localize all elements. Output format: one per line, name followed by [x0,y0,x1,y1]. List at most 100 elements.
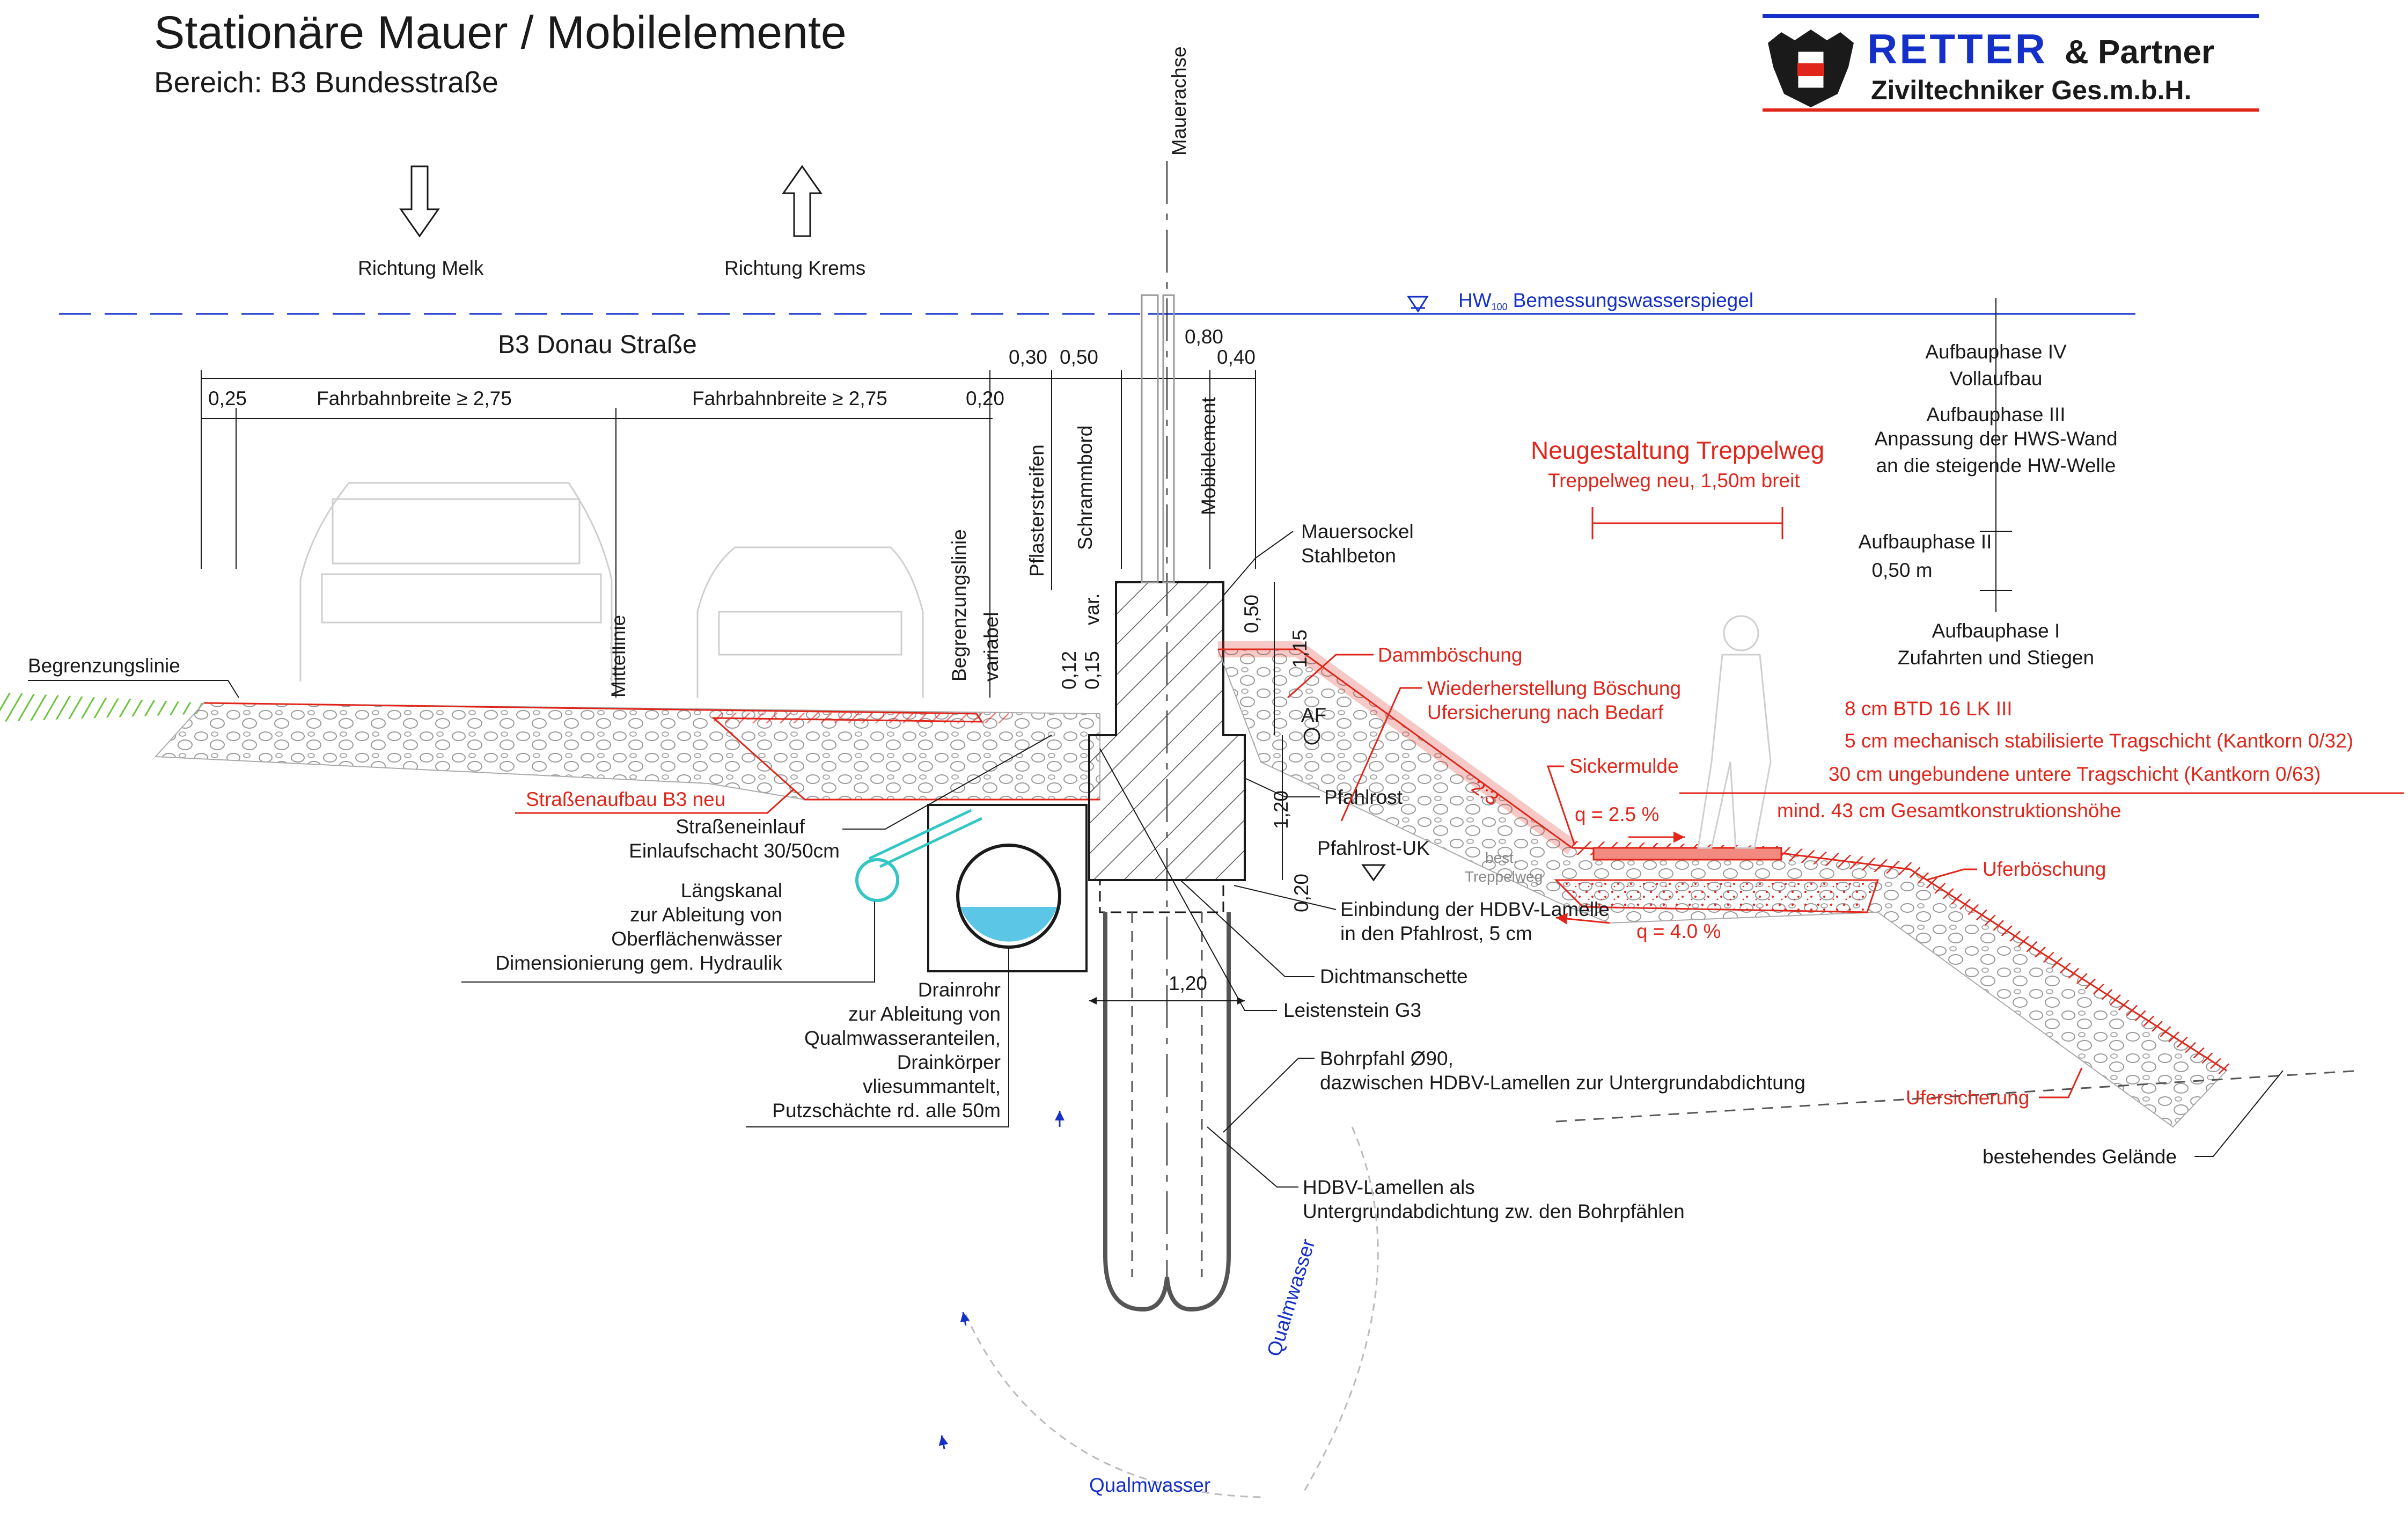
label-wiederherstellung-2: Ufersicherung nach Bedarf [1427,701,1664,723]
arrow-up-icon [782,165,823,237]
phase-iii-3: an die steigende HW-Welle [1876,455,2116,477]
label-mauersockel-2: Stahlbeton [1301,545,1396,567]
label-bestehendes-gelaende: bestehendes Gelände [1983,1146,2177,1168]
label-mittellinie: Mittellinie [607,615,629,698]
dim-120-h: 1,20 [1169,972,1207,994]
treppelweg-structure [1554,879,1880,913]
label-begrenzungslinie: Begrenzungslinie [28,655,180,677]
label-drain-2: zur Ableitung von [848,1003,1001,1025]
dim-115: 1,15 [1289,629,1311,668]
phase-ii-2: 0,50 m [1871,559,1932,581]
laengskanal-pipe [855,858,899,902]
logo-partner: & Partner [2065,34,2214,71]
drawing-subtitle: Bereich: B3 Bundesstraße [154,65,498,99]
car-ghost-2 [696,546,924,698]
logo-ziviltechniker: Ziviltechniker Ges.m.b.H. [1871,75,2191,105]
label-drain-3: Qualmwasseranteilen, [804,1027,1001,1049]
phase-ladder: Aufbauphase IV Vollaufbau Aufbauphase II… [1859,298,2118,669]
pedestrian-ghost [1697,615,1772,849]
label-drain-1: Drainrohr [918,979,1001,1001]
dim-var: var. [1081,593,1103,625]
label-mobilelement: Mobilelement [1198,397,1220,515]
dim-lane-1: Fahrbahnbreite ≥ 2,75 [317,387,512,409]
phase-i-2: Zufahrten und Stiegen [1898,647,2094,669]
label-laengs-3: Oberflächenwässer [611,928,782,950]
dim-030: 0,30 [1009,346,1047,368]
label-drain-5: vliesummantelt, [863,1075,1001,1097]
label-ufer: Uferböschung [1983,858,2106,880]
dim-080: 0,80 [1185,326,1223,348]
dim-025: 0,25 [208,387,247,409]
water-level-icon [1407,296,1429,313]
label-bohrpfahl-1: Bohrpfahl Ø90, [1320,1047,1453,1069]
phase-iv-2: Vollaufbau [1950,368,2043,390]
phase-i-1: Aufbauphase I [1932,620,2060,642]
label-laengs-2: zur Ableitung von [630,904,782,926]
label-hdbv-2: Untergrundabdichtung zw. den Bohrpfählen [1303,1200,1685,1222]
label-treppel-1: Neugestaltung Treppelweg [1531,436,1824,464]
label-ufersicherung: Ufersicherung [1906,1087,2029,1109]
label-sickermulde: Sickermulde [1569,755,1679,777]
label-treppel-2: Treppelweg neu, 1,50m breit [1548,470,1800,492]
label-layer-1: 8 cm BTD 16 LK III [1845,698,2013,720]
label-leistenstein: Leistenstein G3 [1283,999,1421,1021]
arrow-down-icon [399,165,440,238]
dim-015: 0,15 [1081,651,1103,690]
label-q1: q = 2.5 % [1575,803,1659,825]
phase-iv-1: Aufbauphase IV [1925,341,2067,363]
drain-body [927,804,1088,972]
label-laengs-4: Dimensionierung gem. Hydraulik [495,952,782,974]
label-schrammbord: Schrammbord [1074,426,1096,550]
mobile-element [1141,294,1159,583]
bored-pile [1099,879,1231,1312]
label-mauersockel-1: Mauersockel [1301,521,1414,543]
label-qualmwasser-2: Qualmwasser [1089,1474,1210,1496]
label-einlauf-1: Straßeneinlauf [676,816,805,838]
dim-120-v: 1,20 [1270,790,1292,829]
label-qualmwasser-1: Qualmwasser [1262,1236,1319,1359]
label-begrenzungslinie-v: Begrenzungslinie [948,529,970,682]
label-einbindung-1: Einbindung der HDBV-Lamelle [1340,898,1610,920]
label-q2: q = 4.0 % [1636,920,1721,942]
label-best-2: Treppelweg [1465,868,1543,885]
direction-melk: Richtung Melk [358,165,484,279]
label-pflasterstreifen: Pflasterstreifen [1026,444,1048,577]
dim-050-v: 0,50 [1240,595,1262,633]
label-af: AF [1301,704,1326,726]
af-marker-icon [1303,728,1320,745]
label-dichtmanschette: Dichtmanschette [1320,965,1468,987]
label-layer-3: 30 cm ungebundene untere Tragschicht (Ka… [1829,763,2321,785]
label-hdbv-1: HDBV-Lamellen als [1303,1176,1475,1198]
dim-050: 0,50 [1060,346,1098,368]
label-einbindung-2: in den Pfahlrost, 5 cm [1340,922,1532,944]
axis-label: Mauerachse [1168,46,1190,156]
grass-area [0,692,204,722]
direction-melk-label: Richtung Melk [358,257,484,279]
dim-020: 0,20 [966,387,1004,409]
wall-socket [1088,581,1246,881]
label-drain-4: Drainkörper [897,1051,1001,1073]
treppelweg-surface [1592,847,1782,861]
phase-ii-1: Aufbauphase II [1859,531,1992,553]
drawing-title: Stationäre Mauer / Mobilelemente [154,7,847,58]
label-dammboeschung: Dammböschung [1378,644,1522,666]
label-layer-2: 5 cm mechanisch stabilisierte Tragschich… [1845,730,2353,752]
direction-krems: Richtung Krems [724,165,865,279]
label-bohrpfahl-2: dazwischen HDBV-Lamellen zur Untergrunda… [1320,1072,1805,1094]
label-einlauf-2: Einlaufschacht 30/50cm [629,840,840,862]
logo-retter: RETTER [1867,25,2047,72]
label-pfahlrost: Pfahlrost [1324,786,1403,808]
dimension-chain-top: 0,25 Fahrbahnbreite ≥ 2,75 Fahrbahnbreit… [201,326,1256,698]
company-logo: RETTER & Partner Ziviltechniker Ges.m.b.… [1763,14,2259,112]
label-drain-6: Putzschächte rd. alle 50m [772,1100,1001,1122]
eagle-crest-icon [1768,30,1854,107]
label-laengs-1: Längskanal [681,880,782,902]
label-wiederherstellung-1: Wiederherstellung Böschung [1427,677,1681,699]
dim-012: 0,12 [1058,651,1080,690]
label-strassenaufbau: Straßenaufbau B3 neu [526,788,725,810]
dim-020-v: 0,20 [1290,874,1312,912]
label-best-1: best. [1485,849,1518,866]
